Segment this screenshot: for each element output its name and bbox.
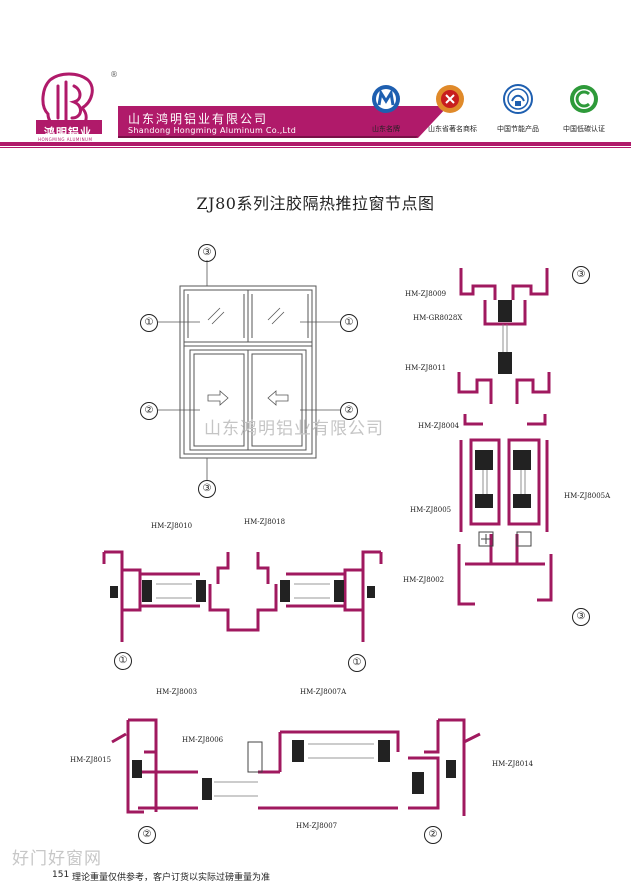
badge-famous-trademark: 山东省著名商标: [428, 84, 477, 134]
profile-label: HM-ZJ8010: [151, 522, 193, 530]
company-name-en: Shandong Hongming Aluminum Co.,Ltd: [128, 126, 297, 135]
badge-label: 山东名牌: [372, 125, 400, 133]
section-marker: ③: [198, 480, 216, 498]
badge-energy-saving: 中国节能产品: [496, 84, 540, 134]
section-marker: ①: [140, 314, 158, 332]
famous-trademark-icon: [436, 85, 464, 113]
horizontal-section-2-drawing: [111, 718, 481, 816]
profile-label: HM-ZJ8004: [418, 422, 460, 430]
page-title: ZJ80系列注胶隔热推拉窗节点图: [196, 194, 435, 213]
company-banner: [118, 106, 448, 138]
badge-low-carbon: 中国低碳认证: [562, 84, 606, 134]
logo-subtext: HONGMING ALUMINUM: [38, 137, 93, 142]
profile-label: HM-ZJ8007A: [300, 688, 347, 696]
profile-label: HM-ZJ8005: [410, 506, 452, 514]
footer-brand-watermark: 好门好窗网: [12, 849, 102, 869]
badge-label: 中国节能产品: [497, 125, 539, 133]
section-marker: ③: [198, 244, 216, 262]
badge-label: 山东省著名商标: [428, 125, 477, 133]
section-marker: ①: [348, 654, 366, 672]
section-marker: ①: [114, 652, 132, 670]
section-marker: ①: [340, 314, 358, 332]
profile-label: HM-ZJ8014: [492, 760, 534, 768]
section-marker: ②: [138, 826, 156, 844]
badge-shandong-brand: 山东名牌: [364, 84, 408, 134]
watermark-text: 山东鸿明铝业有限公司: [204, 419, 384, 439]
section-marker: ②: [424, 826, 442, 844]
header-divider: [0, 142, 631, 146]
section-marker: ②: [340, 402, 358, 420]
profile-label: HM-ZJ8018: [244, 518, 286, 526]
vertical-section-drawing: [457, 268, 553, 606]
low-carbon-icon: [570, 85, 598, 113]
profile-label: HM-ZJ8011: [405, 364, 447, 372]
header-divider-thin: [0, 147, 631, 148]
page-number: 151: [52, 870, 70, 880]
registered-mark: ®: [110, 70, 118, 79]
profile-label: HM-GR8028X: [413, 314, 463, 322]
logo-text: 鸿明铝业: [44, 126, 92, 139]
profile-label: HM-ZJ8015: [70, 756, 112, 764]
section-marker: ②: [140, 402, 158, 420]
company-name-cn: 山东鸿明铝业有限公司: [128, 112, 269, 126]
energy-saving-icon: [503, 84, 533, 114]
profile-label: HM-ZJ8002: [403, 576, 445, 584]
horizontal-section-1-drawing: [102, 550, 383, 642]
section-marker: ③: [572, 266, 590, 284]
profile-label: HM-ZJ8009: [405, 290, 447, 298]
window-elevation-diagram: [158, 260, 340, 480]
profile-label: HM-ZJ8005A: [564, 492, 611, 500]
section-marker: ③: [572, 608, 590, 626]
shandong-brand-icon: [372, 85, 400, 113]
profile-label: HM-ZJ8003: [156, 688, 198, 696]
profile-label: HM-ZJ8007: [296, 822, 338, 830]
profile-label: HM-ZJ8006: [182, 736, 224, 744]
badge-label: 中国低碳认证: [563, 125, 605, 133]
footer-note: 理论重量仅供参考，客户订货以实际过磅重量为准: [72, 873, 271, 883]
company-logo-icon: [36, 72, 102, 134]
